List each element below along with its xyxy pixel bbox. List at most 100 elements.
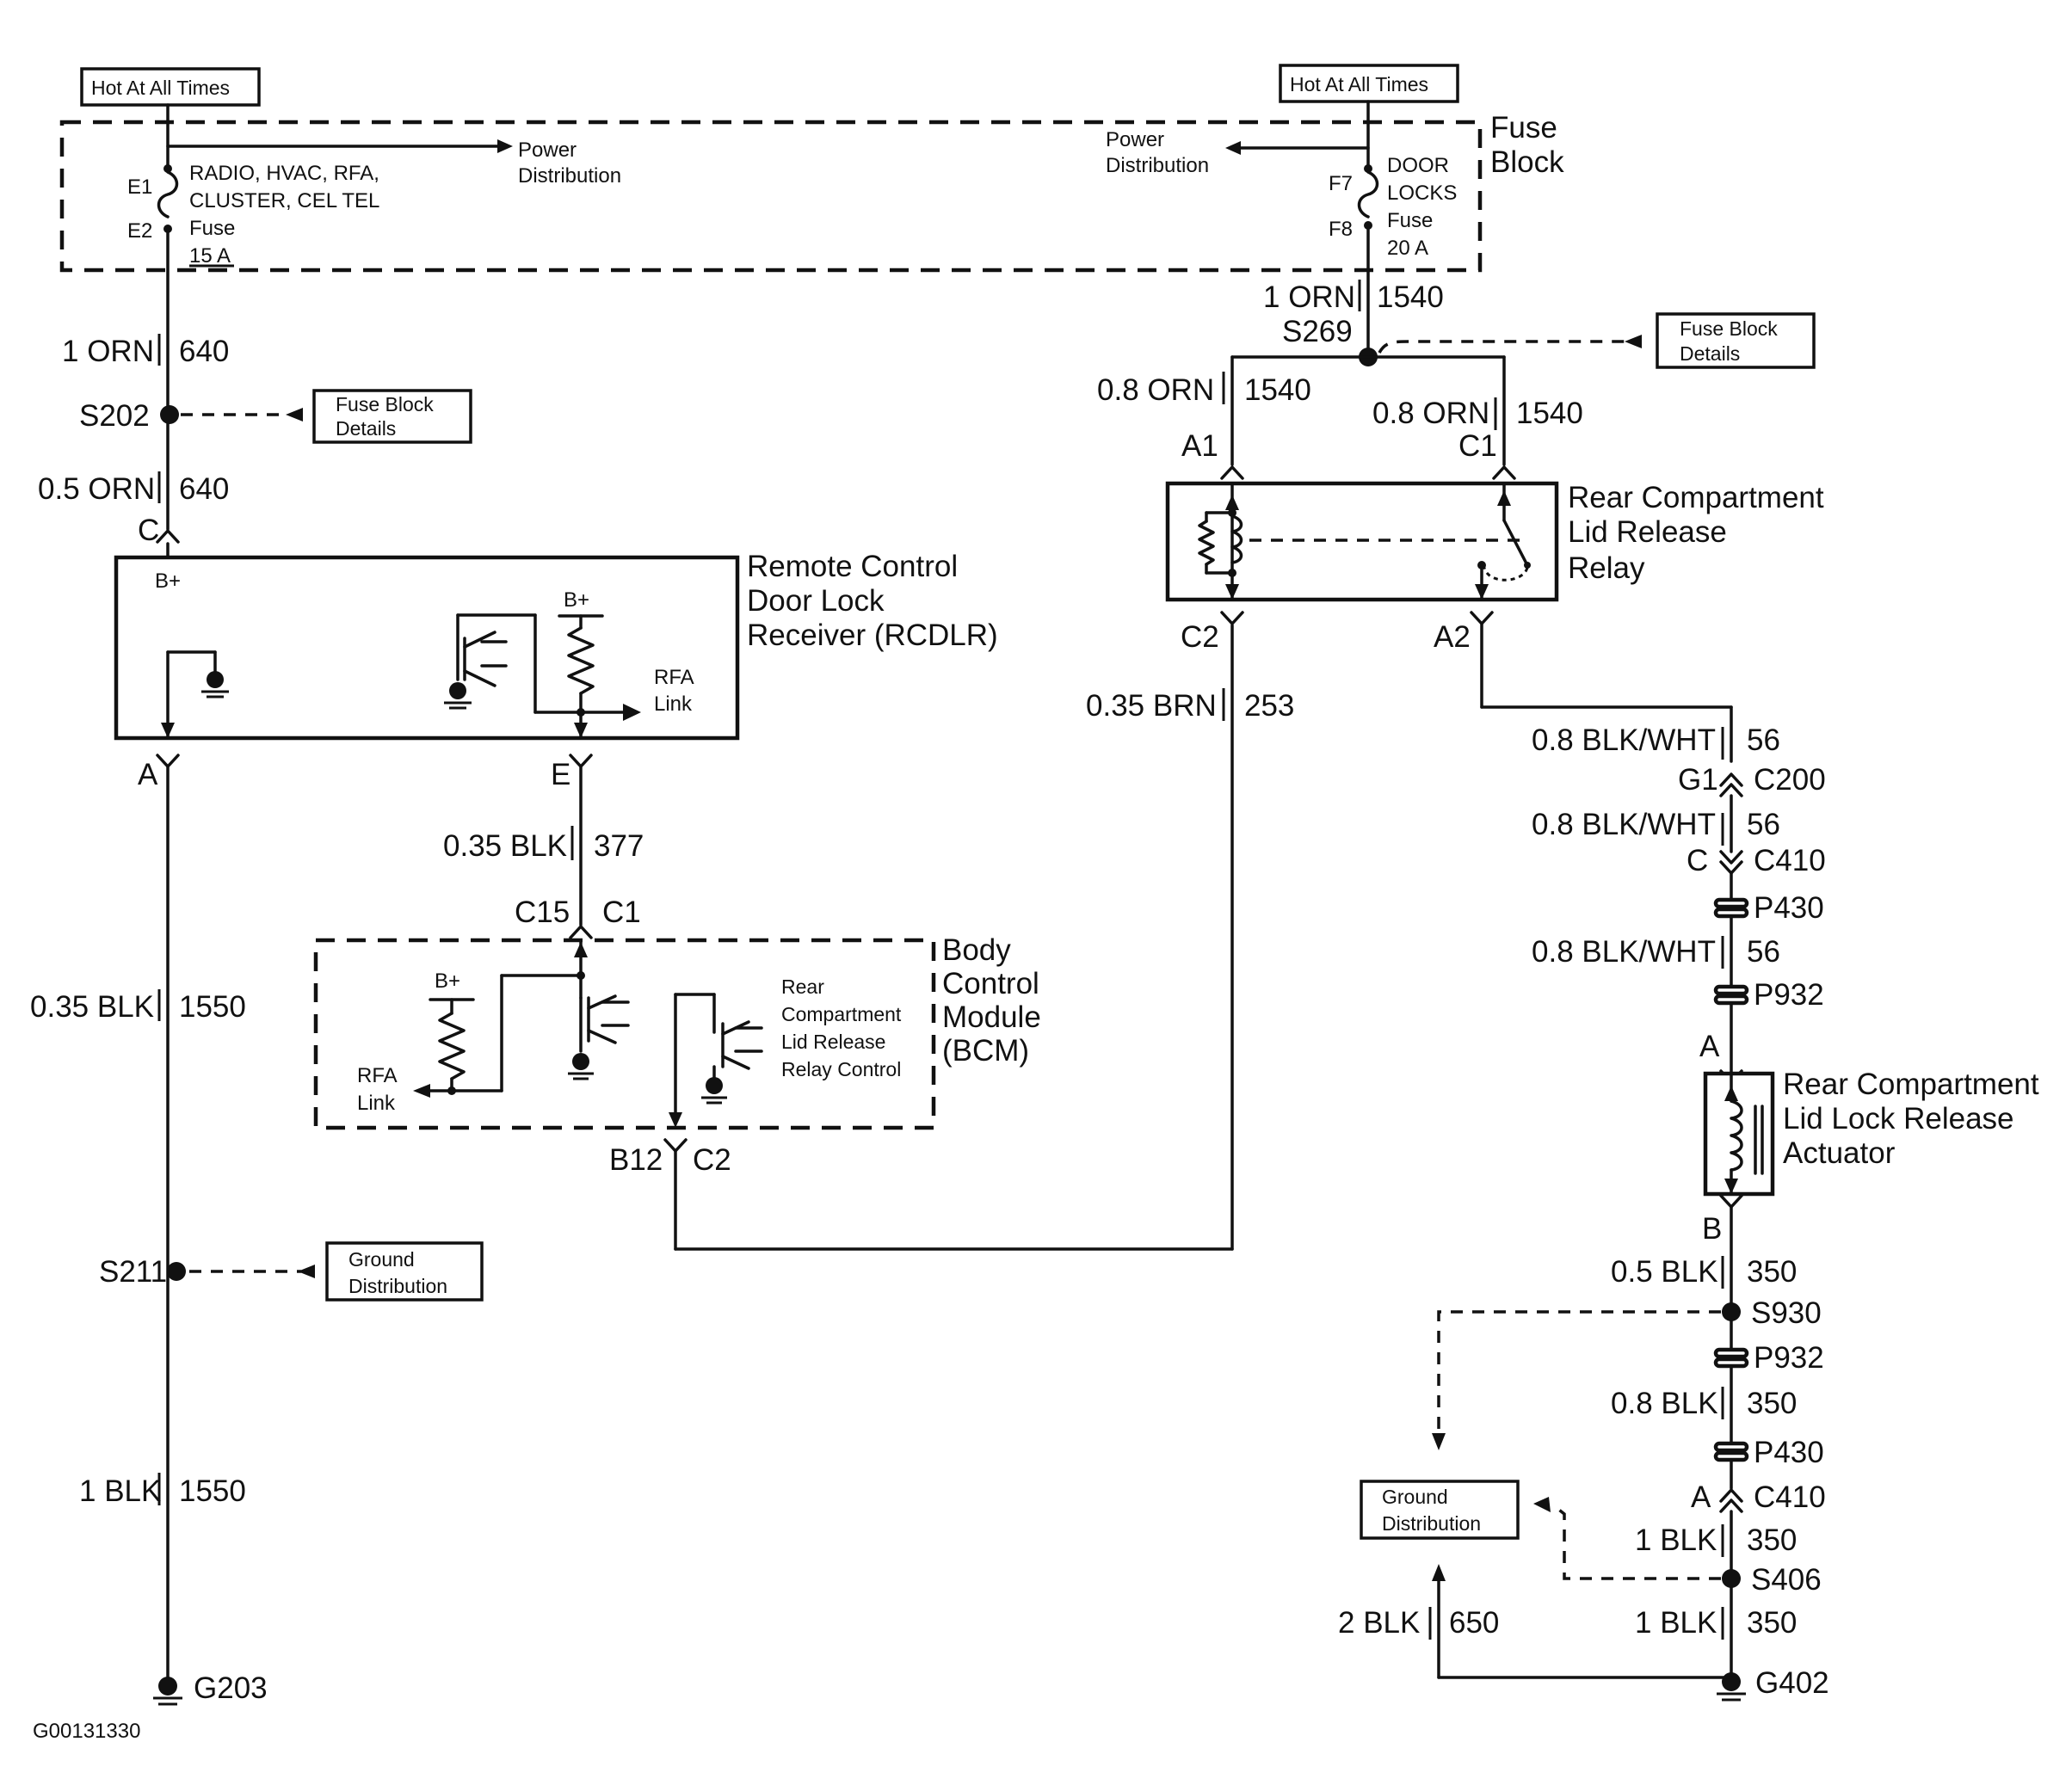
svg-text:Compartment: Compartment (781, 1003, 902, 1025)
svg-text:0.8 BLK/WHT: 0.8 BLK/WHT (1532, 723, 1716, 757)
relay-title-3: Relay (1568, 551, 1645, 585)
pin-f7: F7 (1329, 172, 1353, 195)
svg-text:Lid Release: Lid Release (781, 1031, 885, 1053)
fuse-door-locks: Power Distribution F7 F8 DOOR LOCKS Fuse… (1106, 120, 1457, 260)
fuse-block: Fuse Block (59, 111, 1564, 273)
svg-text:B12: B12 (609, 1143, 663, 1177)
svg-text:Details: Details (336, 417, 396, 440)
svg-text:56: 56 (1747, 808, 1780, 841)
svg-text:1 BLK: 1 BLK (1635, 1523, 1717, 1557)
conn-rcdlr-e: E (551, 758, 570, 791)
svg-text:1 ORN: 1 ORN (62, 335, 154, 368)
relay-title-2: Lid Release (1568, 515, 1727, 549)
rcdlr-title-1: Remote Control (747, 550, 958, 583)
splice-s211 (167, 1262, 186, 1281)
svg-text:0.5 ORN: 0.5 ORN (38, 472, 155, 506)
relay-title-1: Rear Compartment (1568, 481, 1824, 514)
conn-relay-a2: A2 (1434, 620, 1471, 654)
svg-text:Relay Control: Relay Control (781, 1058, 901, 1080)
bcm-title-1: Body (942, 933, 1011, 967)
svg-text:RADIO, HVAC, RFA,: RADIO, HVAC, RFA, (189, 162, 379, 185)
svg-text:0.5 BLK: 0.5 BLK (1611, 1255, 1718, 1289)
svg-text:650: 650 (1449, 1606, 1499, 1640)
svg-text:Ground: Ground (1382, 1486, 1448, 1508)
svg-text:0.35 BLK: 0.35 BLK (443, 829, 567, 863)
svg-text:1540: 1540 (1244, 373, 1311, 407)
svg-text:Fuse: Fuse (189, 217, 235, 240)
rcdlr-module: B+ B+ RFA Link Remote Control (114, 542, 998, 741)
svg-text:1550: 1550 (179, 1474, 246, 1508)
svg-text:253: 253 (1244, 689, 1294, 723)
splice-s406 (1722, 1569, 1741, 1588)
lid-release-relay: Rear Compartment Lid Release Relay (1165, 481, 1824, 602)
circuit-377: E 0.35 BLK 377 C15 C1 (443, 754, 644, 939)
actuator-title-2: Lid Lock Release (1783, 1102, 2014, 1136)
svg-text:1 BLK: 1 BLK (1635, 1606, 1717, 1640)
power-dist-right-1: Power (1106, 128, 1164, 151)
svg-text:56: 56 (1747, 723, 1780, 757)
actuator-title-1: Rear Compartment (1783, 1068, 2039, 1101)
hot-tag-left: Hot At All Times (80, 67, 261, 124)
svg-text:Hot At All Times: Hot At All Times (91, 77, 230, 99)
svg-text:C200: C200 (1754, 763, 1826, 797)
conn-relay-c1: C1 (1458, 429, 1497, 463)
ground-g402-dot (1722, 1672, 1741, 1691)
svg-text:0.35 BLK: 0.35 BLK (30, 990, 154, 1024)
svg-text:0.8 ORN: 0.8 ORN (1372, 397, 1489, 430)
ground-g203-dot (158, 1677, 177, 1696)
svg-text:0.8 BLK/WHT: 0.8 BLK/WHT (1532, 935, 1716, 969)
svg-text:Rear: Rear (781, 976, 824, 998)
conn-relay-a1: A1 (1181, 429, 1218, 463)
svg-text:Link: Link (357, 1092, 396, 1115)
svg-text:C15: C15 (515, 896, 570, 929)
svg-text:2 BLK: 2 BLK (1338, 1606, 1420, 1640)
bcm-title-4: (BCM) (942, 1034, 1029, 1068)
power-dist-left-1: Power (518, 138, 577, 162)
svg-text:0.8 ORN: 0.8 ORN (1097, 373, 1214, 407)
svg-text:350: 350 (1747, 1606, 1797, 1640)
svg-text:350: 350 (1747, 1523, 1797, 1557)
svg-text:S269: S269 (1282, 315, 1353, 348)
pin-e1: E1 (127, 175, 152, 199)
svg-text:0.8 BLK: 0.8 BLK (1611, 1387, 1718, 1420)
bcm-title-2: Control (942, 967, 1039, 1000)
svg-text:C: C (1687, 844, 1708, 877)
rcdlr-title-3: Receiver (RCDLR) (747, 619, 998, 652)
conn-rcdlr-c: C (138, 514, 159, 547)
svg-text:Fuse Block: Fuse Block (336, 393, 434, 415)
svg-text:S202: S202 (79, 399, 150, 433)
svg-text:Fuse Block: Fuse Block (1680, 317, 1778, 340)
circuit-350: B 0.5 BLK 350 S930 P932 0.8 BLK 350 P430… (1432, 1194, 1829, 1702)
svg-text:B+: B+ (435, 969, 460, 993)
power-dist-right-2: Distribution (1106, 154, 1209, 177)
svg-text:C1: C1 (602, 896, 641, 929)
svg-text:RFA: RFA (357, 1064, 398, 1087)
svg-text:1540: 1540 (1377, 280, 1444, 314)
svg-text:G1: G1 (1678, 763, 1718, 797)
svg-text:Distribution: Distribution (348, 1275, 447, 1297)
svg-text:CLUSTER, CEL TEL: CLUSTER, CEL TEL (189, 189, 379, 212)
circuit-640: 1 ORN 640 S202 0.5 ORN 640 C (38, 227, 303, 547)
svg-text:C410: C410 (1754, 1480, 1826, 1514)
svg-text:B+: B+ (564, 588, 589, 612)
svg-text:A: A (1699, 1030, 1720, 1063)
svg-text:Details: Details (1680, 342, 1740, 365)
fuse-block-details-left: Fuse Block Details (312, 389, 472, 444)
svg-text:C410: C410 (1754, 844, 1826, 877)
svg-text:1 ORN: 1 ORN (1263, 280, 1355, 314)
svg-text:S930: S930 (1751, 1296, 1822, 1330)
splice-s930 (1722, 1302, 1741, 1321)
hot-tag-right: Hot At All Times (1279, 64, 1459, 124)
pin-f8: F8 (1329, 218, 1353, 241)
circuit-253: B12 C2 0.35 BRN 253 C2 (609, 611, 1294, 1251)
ground-distribution-right: Ground Distribution (1360, 1480, 1520, 1540)
svg-text:56: 56 (1747, 935, 1780, 969)
svg-text:1540: 1540 (1516, 397, 1583, 430)
ground-distribution-left: Ground Distribution (325, 1241, 484, 1302)
bcm-module: RFA Link B+ Rear Compartment Lid Release (313, 933, 1041, 1130)
fuse-block-outline (59, 120, 1483, 273)
pin-e2: E2 (127, 219, 152, 243)
svg-text:B+: B+ (155, 569, 181, 593)
svg-text:350: 350 (1747, 1387, 1797, 1420)
